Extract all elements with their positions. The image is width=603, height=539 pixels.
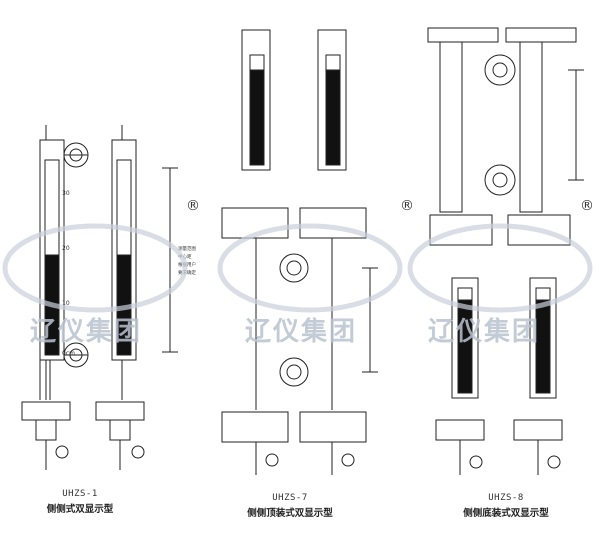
scale-label-30: 30 — [62, 190, 70, 197]
caption-uhzs-8: UHZS-8 侧侧底装式双显示型 — [463, 493, 549, 519]
scale-label-0cm: 0cm — [62, 350, 75, 357]
watermark-text-1: 辽仪集团 — [30, 316, 142, 347]
scale-label-10: 10 — [62, 300, 70, 307]
model-code-uhzs-8: UHZS-8 — [488, 493, 524, 503]
registered-mark-1: ® — [186, 198, 200, 214]
uhzs-8-right-gauge — [513, 277, 563, 475]
uhzs-7-left-gauge — [221, 29, 289, 475]
caption-uhzs-1: UHZS-1 侧侧式双显示型 — [47, 489, 114, 515]
model-description-uhzs-1: 侧侧式双显示型 — [47, 503, 114, 515]
watermark-1: 辽仪集团 ® — [2, 198, 200, 347]
uhzs-1-left-gauge — [21, 125, 89, 470]
registered-mark-2: ® — [400, 198, 414, 214]
watermark-3: 辽仪集团 ® — [407, 198, 594, 347]
uhzs-7-right-gauge — [299, 29, 367, 475]
watermark-2: 辽仪集团 ® — [217, 198, 414, 347]
watermark-text-3: 辽仪集团 — [428, 316, 540, 347]
model-uhzs-7-drawing — [221, 29, 378, 475]
caption-uhzs-7: UHZS-7 侧侧顶装式双显示型 — [247, 493, 333, 519]
model-description-uhzs-8: 侧侧底装式双显示型 — [463, 507, 549, 519]
model-description-uhzs-7: 侧侧顶装式双显示型 — [247, 507, 333, 519]
scale-label-20: 20 — [62, 245, 70, 252]
dimension-note-line-4: 要求确定 — [178, 269, 196, 276]
watermark-text-2: 辽仪集团 — [245, 316, 357, 347]
uhzs-1-right-gauge — [95, 125, 145, 470]
model-uhzs-8-drawing — [427, 27, 584, 475]
registered-mark-3: ® — [580, 198, 594, 214]
uhzs-8-left-gauge — [435, 277, 485, 475]
dimension-note-line-2: 中心距 — [178, 253, 192, 260]
dimension-note-line-1: 测量范围 — [178, 245, 196, 252]
model-code-uhzs-1: UHZS-1 — [62, 489, 98, 499]
model-code-uhzs-7: UHZS-7 — [272, 493, 308, 503]
scale-labels: 30 20 10 0cm — [62, 190, 75, 357]
